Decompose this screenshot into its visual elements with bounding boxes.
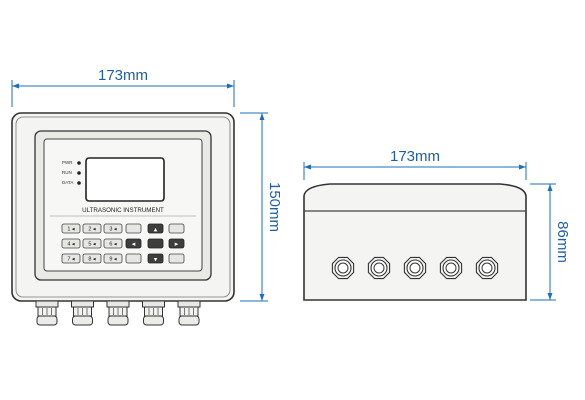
side-view: 173mm 86mm	[303, 148, 571, 301]
keypad-key[interactable]	[103, 253, 123, 264]
key-escape[interactable]	[168, 223, 185, 234]
cable-gland	[475, 256, 499, 280]
lcd-screen	[85, 157, 165, 202]
key-right[interactable]	[168, 238, 185, 249]
key-up[interactable]	[147, 223, 164, 234]
keypad-key[interactable]	[61, 223, 81, 234]
keypad-key[interactable]	[61, 253, 81, 264]
key-down[interactable]	[147, 253, 164, 264]
key-left[interactable]	[125, 238, 142, 249]
cable-gland	[439, 256, 463, 280]
keypad-key-label: 8 ◂	[88, 257, 96, 263]
keypad-key-label: 1 ◂	[67, 227, 75, 233]
indicator-led	[77, 161, 81, 165]
indicator-label: DATA	[62, 180, 73, 185]
side-enclosure	[303, 183, 527, 301]
cable-gland	[142, 300, 165, 326]
cable-gland	[71, 300, 94, 326]
front-width-label: 173mm	[98, 67, 148, 84]
front-view: PWR RUN DATA ULTRASONIC INSTRUMENT 1 ◂ 2 …	[11, 67, 283, 326]
right-arrow-icon: ▸	[175, 241, 179, 248]
cable-gland	[177, 300, 201, 326]
navigation-keypad: ▴ ◂ ▸ ▾	[125, 223, 185, 264]
front-height-dimension: 150mm	[240, 112, 283, 302]
numeric-keypad: 1 ◂ 2 ◂ 3 ◂ 4 ◂ 5 ◂ 6 ◂ 7 ◂ 8 ◂ 9 ◂	[61, 223, 123, 264]
side-cable-glands	[331, 256, 499, 280]
indicator-label: PWR	[62, 160, 73, 165]
keypad-key-label: 9 ◂	[109, 257, 117, 263]
front-cable-glands	[35, 300, 201, 326]
front-enclosure-inner-edge	[15, 116, 231, 298]
keypad-key-label: 3 ◂	[109, 227, 117, 233]
key-top-left[interactable]	[125, 223, 142, 234]
keypad-key-label: 7 ◂	[67, 257, 75, 263]
front-width-dimension: 173mm	[11, 67, 235, 107]
key-bottom-left[interactable]	[125, 253, 142, 264]
keypad-key[interactable]	[82, 253, 102, 264]
keypad-key[interactable]	[61, 238, 81, 249]
cable-gland	[367, 256, 391, 280]
left-arrow-icon: ◂	[132, 241, 136, 248]
key-bottom-right[interactable]	[168, 253, 185, 264]
down-arrow-icon: ▾	[154, 257, 158, 264]
keypad-key-label: 6 ◂	[109, 242, 117, 248]
cable-gland	[331, 256, 355, 280]
cable-gland	[35, 300, 59, 326]
side-width-label: 173mm	[390, 148, 440, 165]
indicator-led	[77, 181, 81, 185]
keypad-key-label: 4 ◂	[67, 242, 75, 248]
indicator-label: RUN	[62, 170, 72, 175]
keypad-key-label: 2 ◂	[88, 227, 96, 233]
up-arrow-icon: ▴	[154, 227, 158, 234]
indicator-led	[77, 171, 81, 175]
keypad-key[interactable]	[82, 223, 102, 234]
keypad-key[interactable]	[82, 238, 102, 249]
side-height-label: 86mm	[554, 221, 571, 263]
key-enter[interactable]	[147, 238, 164, 249]
panel-label: ULTRASONIC INSTRUMENT	[82, 207, 164, 214]
keypad-key[interactable]	[103, 238, 123, 249]
keypad-key-label: 5 ◂	[88, 242, 96, 248]
side-height-dimension: 86mm	[530, 183, 571, 301]
cable-gland	[106, 300, 130, 326]
side-width-dimension: 173mm	[303, 148, 527, 180]
keypad-key[interactable]	[103, 223, 123, 234]
indicator-leds: PWR RUN DATA	[62, 160, 81, 185]
front-height-label: 150mm	[266, 182, 283, 232]
cable-gland	[403, 256, 427, 280]
